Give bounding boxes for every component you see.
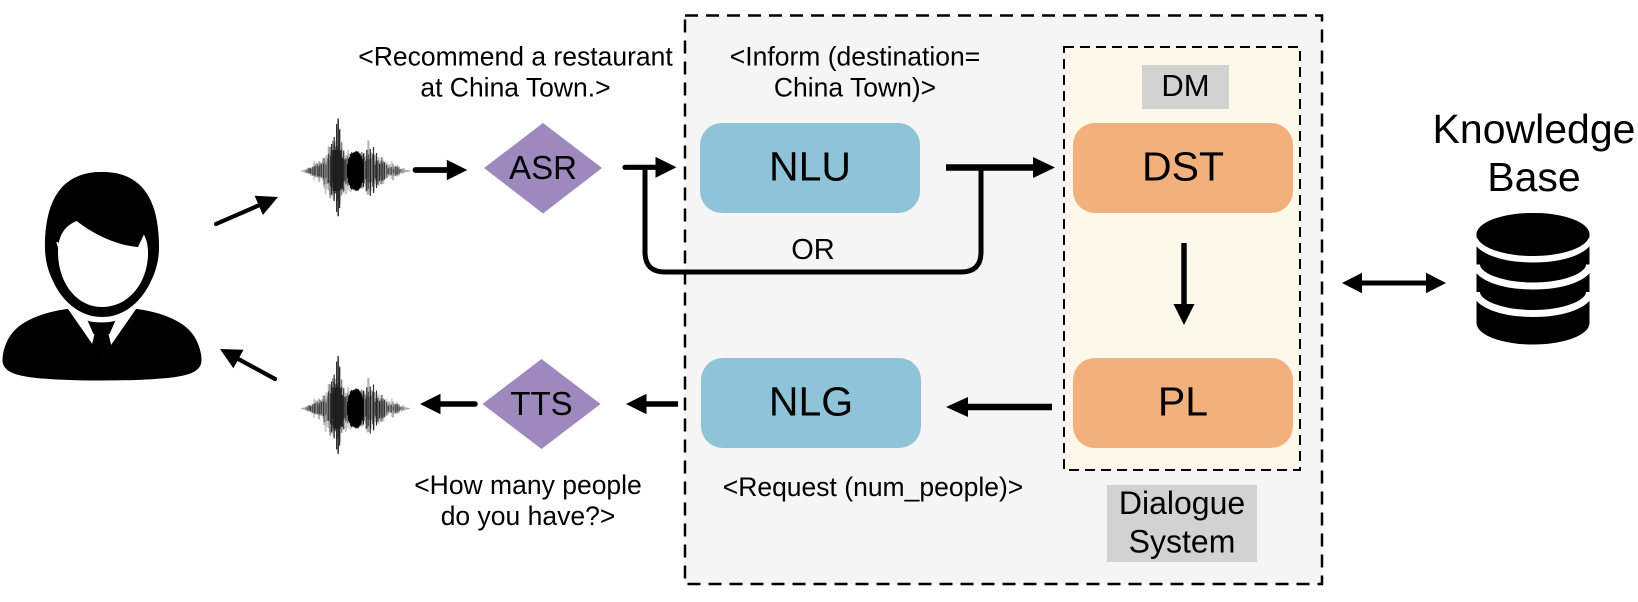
- svg-text:DST: DST: [1142, 144, 1224, 190]
- svg-text:NLU: NLU: [769, 144, 851, 190]
- svg-text:ASR: ASR: [509, 149, 577, 186]
- svg-text:<Inform (destination=: <Inform (destination=: [730, 42, 980, 72]
- svg-text:<How many people: <How many people: [414, 470, 642, 500]
- svg-text:Knowledge: Knowledge: [1433, 106, 1636, 152]
- svg-text:System: System: [1129, 524, 1236, 560]
- svg-text:DM: DM: [1161, 68, 1209, 103]
- svg-text:<Request (num_people)>: <Request (num_people)>: [723, 472, 1024, 502]
- svg-text:do you have?>: do you have?>: [441, 501, 616, 531]
- svg-text:NLG: NLG: [769, 379, 853, 425]
- svg-text:Base: Base: [1487, 154, 1580, 200]
- svg-text:Dialogue: Dialogue: [1119, 485, 1245, 521]
- svg-text:OR: OR: [791, 234, 835, 266]
- svg-text:at China Town.>: at China Town.>: [420, 73, 610, 103]
- svg-text:PL: PL: [1158, 379, 1208, 425]
- svg-text:<Recommend a restaurant: <Recommend a restaurant: [358, 42, 673, 72]
- svg-text:TTS: TTS: [510, 385, 572, 422]
- svg-text:China Town)>: China Town)>: [774, 73, 936, 103]
